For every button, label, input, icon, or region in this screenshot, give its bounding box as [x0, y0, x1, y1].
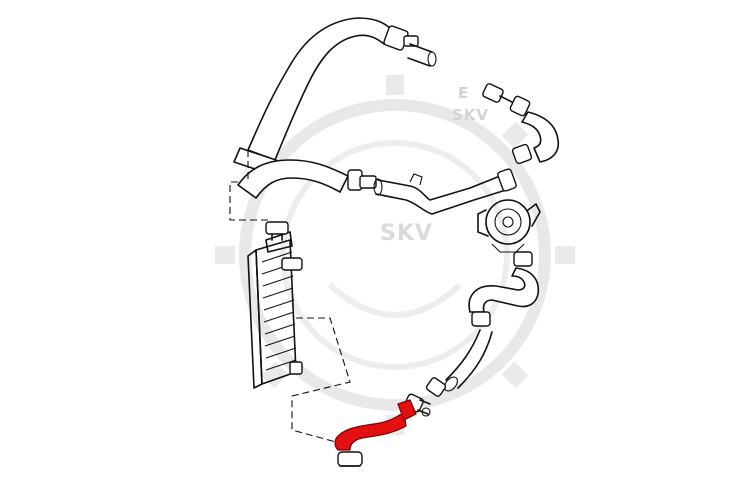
red-hose-body: [334, 410, 407, 451]
lower-right-hose: [425, 267, 540, 397]
right-elbow-hose: [482, 83, 560, 165]
upper-hose-clamp: [383, 25, 419, 51]
turbocharger: [477, 199, 541, 267]
red-hose-lower-clamp: [337, 451, 363, 467]
upper-hose: [233, 17, 437, 175]
watermark-letter-mark: E: [458, 84, 469, 102]
dashed-guides: [229, 150, 351, 443]
highlighted-intercooler-hose: [334, 399, 417, 451]
watermark-gear-ring: [239, 99, 551, 411]
middle-hose: [237, 159, 517, 215]
watermark-text-small: SKV: [452, 106, 489, 124]
watermark-text-large: SKV: [380, 221, 433, 246]
intercooler: [247, 221, 303, 389]
